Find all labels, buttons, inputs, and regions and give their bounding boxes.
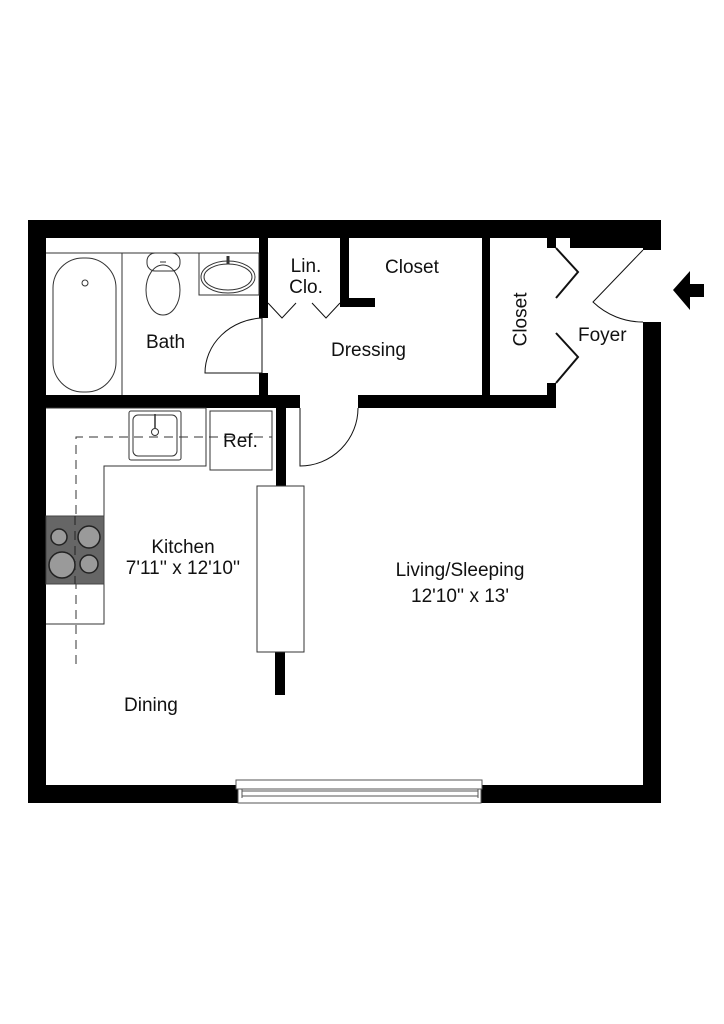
kitchen-label: Kitchen 7'11'' x 12'10'' — [108, 537, 258, 580]
refrigerator-label: Ref. — [223, 431, 258, 452]
kitchen-name: Kitchen — [151, 537, 215, 558]
living-door-swing — [299, 407, 359, 467]
entry-door-swing — [592, 249, 644, 323]
counter-bar — [256, 485, 305, 653]
toilet-icon — [145, 252, 181, 316]
interior-walls — [46, 238, 556, 695]
dining-label: Dining — [124, 695, 178, 716]
bathroom-sink-icon — [198, 252, 260, 296]
closet-bifold-top — [555, 247, 580, 299]
stove-icon — [45, 515, 105, 585]
bath-label: Bath — [146, 332, 186, 353]
entry-arrow-icon — [673, 271, 704, 310]
bathtub-icon — [52, 257, 117, 393]
kitchen-dimensions: 7'11'' x 12'10'' — [125, 557, 241, 579]
foyer-label: Foyer — [578, 325, 627, 346]
living-label: Living/Sleeping 12'10'' x 13' — [380, 558, 540, 609]
bath-door-swing — [204, 317, 263, 374]
linen-closet-line2: Clo. — [289, 276, 323, 298]
living-dimensions: 12'10'' x 13' — [411, 585, 509, 607]
dressing-label: Dressing — [331, 340, 406, 361]
living-name: Living/Sleeping — [395, 560, 525, 581]
window — [235, 779, 483, 804]
doors — [204, 247, 644, 467]
bath-fixtures — [46, 252, 260, 395]
kitchen-fixtures — [46, 407, 273, 664]
closet-top-label: Closet — [385, 257, 439, 278]
kitchen-sink-icon — [128, 410, 182, 461]
closet-side-label: Closet — [510, 292, 532, 347]
linen-closet-label: Lin. Clo. — [284, 256, 328, 299]
linen-bifold-right — [311, 302, 341, 319]
closet-bifold-bottom — [555, 332, 580, 384]
linen-bifold-left — [267, 302, 297, 319]
refrigerator-icon — [209, 410, 273, 471]
exterior-walls — [28, 220, 661, 803]
linen-closet-line1: Lin. — [290, 256, 322, 277]
